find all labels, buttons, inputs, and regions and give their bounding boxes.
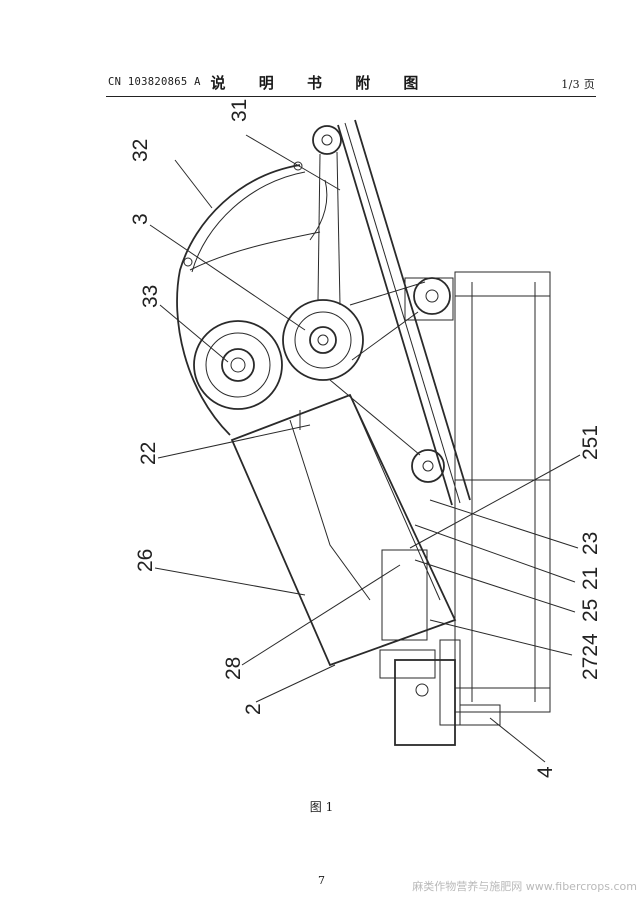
ref-label-3: 3 [129, 213, 152, 225]
ref-label-26: 26 [134, 549, 157, 572]
motor [379, 649, 456, 746]
base-frame [439, 271, 551, 726]
ref-label-4: 4 [534, 766, 557, 778]
ref-label-33: 33 [139, 285, 162, 308]
drum-housing [176, 161, 328, 436]
ref-label-32: 32 [129, 139, 152, 162]
ref-label-28: 28 [222, 657, 245, 680]
inclined-conveyor [312, 119, 471, 506]
ref-label-22: 22 [137, 442, 160, 465]
leader-lines [149, 134, 581, 763]
ref-label-251: 251 [579, 425, 602, 460]
ref-label-21: 21 [579, 567, 602, 590]
ref-label-2724: 2724 [579, 633, 602, 680]
header-rule [106, 96, 596, 97]
drive-belts [317, 151, 426, 456]
watermark: 麻类作物营养与施肥网 www.fibercrops.com [412, 880, 637, 893]
patent-number: CN 103820865 A [108, 76, 201, 88]
ref-label-2: 2 [242, 703, 265, 715]
roller-3 [282, 299, 364, 381]
page-number: 7 [318, 874, 325, 887]
figure-caption: 图 1 [309, 800, 334, 814]
ref-label-31: 31 [228, 99, 251, 122]
ref-label-23: 23 [579, 532, 602, 555]
page-indicator: 1/3 页 [561, 78, 595, 91]
page-title: 说 明 书 附 图 [210, 74, 433, 92]
roller-33 [193, 320, 283, 410]
feed-trough [230, 393, 457, 667]
ref-label-25: 25 [579, 599, 602, 622]
